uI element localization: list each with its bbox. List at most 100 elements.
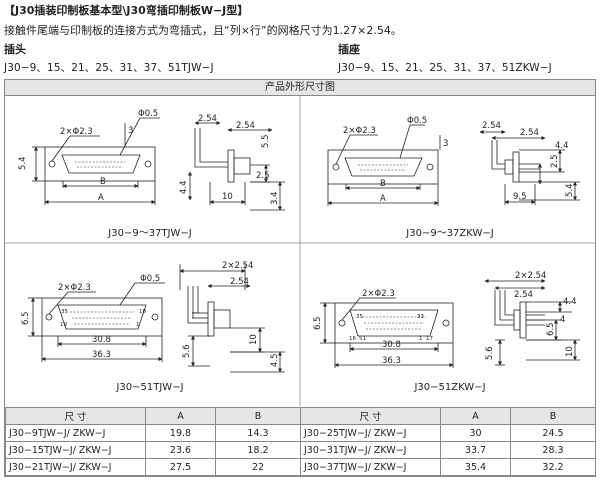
- pin-dia-label: Φ0.5: [140, 274, 160, 284]
- table-cell: 18.2: [215, 441, 301, 459]
- dim-label: 30.8: [92, 335, 111, 345]
- drawing-zkw-51: [320, 279, 580, 368]
- dim-label: 5.6: [485, 346, 495, 360]
- pin-number: 51: [359, 336, 366, 342]
- caption-tjw-9-37: J30−9～37TJW−J: [108, 228, 192, 239]
- table-cell: J30−31TJW−J/ ZKW−J: [300, 441, 441, 459]
- table-cell: J30−9TJW−J/ ZKW−J: [5, 424, 146, 442]
- dim-label: 2.54: [520, 128, 539, 138]
- column-header: A: [440, 407, 511, 425]
- table-cell: 19.8: [145, 424, 216, 442]
- hole-label: 2×Φ2.3: [362, 289, 395, 299]
- dim-label: 36.3: [92, 350, 111, 360]
- table-cell: J30−37TJW−J/ ZKW−J: [300, 458, 441, 476]
- pin-number: 17: [426, 336, 433, 342]
- table-cell: 35.4: [440, 458, 511, 476]
- dimension-table: 尺 寸 A B 尺 寸 A B J30−9TJW−J/ ZKW−J 19.8 1…: [5, 407, 596, 476]
- page-title: 【J30插装印制板基本型\J30弯插印制板W−J型】: [4, 4, 249, 17]
- plug-label: 插头: [4, 43, 26, 56]
- dim-label: 5.4: [565, 183, 575, 197]
- dim-label: 5.5: [261, 134, 271, 148]
- pin-number: 18: [139, 309, 146, 315]
- dim-label: 10: [565, 346, 575, 357]
- socket-series: J30−9、15、21、25、31、37、51ZKW−J: [338, 62, 552, 74]
- dim-label: 5.4: [18, 156, 28, 170]
- dim-label: 10: [249, 334, 259, 345]
- caption-zkw-9-37: J30−9～37ZKW−J: [406, 228, 494, 239]
- column-header: B: [215, 407, 301, 425]
- plug-series: J30−9、15、21、25、31、37、51TJW−J: [4, 62, 214, 74]
- dim-label: 2×2.54: [222, 261, 253, 271]
- dim-label: 3: [128, 126, 133, 136]
- hole-label: 2×Φ2.3: [343, 126, 376, 136]
- table-cell: J30−25TJW−J/ ZKW−J: [300, 424, 441, 442]
- table-cell: 30: [440, 424, 511, 442]
- pin-number: 19: [60, 322, 67, 328]
- dim-label: 5.6: [182, 344, 192, 358]
- dim-label: 4.4: [179, 180, 189, 194]
- dim-label: 2.54: [514, 290, 533, 300]
- connection-description: 接触件尾端与印制板的连接方式为弯插式，且“列×行”的网格尺寸为1.27×2.54…: [4, 24, 402, 37]
- dim-label: 4.4: [555, 141, 569, 151]
- table-cell: 14.3: [215, 424, 301, 442]
- dim-label: 6.5: [546, 322, 556, 336]
- section-title: 产品外形尺寸图: [5, 80, 595, 96]
- dim-label: 4.4: [563, 297, 577, 307]
- table-cell: 27.5: [145, 458, 216, 476]
- table-row: J30−21TJW−J/ ZKW−J 27.5 22 J30−37TJW−J/ …: [5, 458, 596, 476]
- drawing-tjw-51: [28, 264, 285, 373]
- table-cell: 32.2: [510, 458, 596, 476]
- hole-label: 2×Φ2.3: [60, 127, 93, 137]
- table-header-row: 尺 寸 A B 尺 寸 A B: [5, 407, 596, 425]
- pin-number: 33: [417, 314, 424, 320]
- dim-label: 6.5: [313, 316, 323, 330]
- socket-label: 插座: [338, 43, 360, 56]
- dim-label: 36.3: [382, 356, 401, 366]
- table-cell: 33.7: [440, 441, 511, 459]
- dim-label: 2.5: [256, 171, 270, 181]
- dim-label: 4.5: [270, 353, 280, 367]
- column-header: 尺 寸: [5, 407, 146, 425]
- column-header: B: [510, 407, 596, 425]
- table-cell: 24.5: [510, 424, 596, 442]
- dim-label: 2.54: [230, 277, 249, 287]
- pin-number: 1: [136, 322, 140, 328]
- caption-tjw-51: J30−51TJW−J: [116, 382, 184, 393]
- table-cell: 22: [215, 458, 301, 476]
- pin-number: 16: [349, 336, 356, 342]
- a-label: A: [98, 193, 104, 203]
- dim-label: 3: [443, 139, 448, 149]
- dim-label: 2.5: [550, 154, 560, 168]
- caption-zkw-51: J30−51ZKW−J: [414, 382, 486, 393]
- table-cell: 23.6: [145, 441, 216, 459]
- table-row: J30−15TJW−J/ ZKW−J 23.6 18.2 J30−31TJW−J…: [5, 441, 596, 459]
- dim-label: 10: [222, 192, 233, 202]
- table-cell: J30−21TJW−J/ ZKW−J: [5, 458, 146, 476]
- dim-label: 2.54: [236, 121, 255, 131]
- hole-label: 2×Φ2.3: [58, 283, 91, 293]
- dim-label: 6.5: [21, 311, 31, 325]
- table-row: J30−9TJW−J/ ZKW−J 19.8 14.3 J30−25TJW−J/…: [5, 424, 596, 442]
- table-cell: J30−15TJW−J/ ZKW−J: [5, 441, 146, 459]
- drawing-zkw-9-37: [327, 124, 580, 206]
- table-cell: 28.3: [510, 441, 596, 459]
- pin-number: 35: [356, 314, 363, 320]
- pin-number: 1: [419, 336, 423, 342]
- pin-number: 35: [61, 309, 68, 315]
- drawing-tjw-9-37: [32, 117, 285, 211]
- dim-label: 30.8: [382, 340, 401, 350]
- drawing-frame: [4, 79, 596, 477]
- pin-dia-label: Φ0.5: [407, 116, 427, 126]
- dim-label: 2.54: [198, 114, 217, 124]
- a-label: A: [380, 194, 386, 204]
- column-header: A: [145, 407, 216, 425]
- dim-label: 2.54: [482, 121, 501, 131]
- dim-label: 2×2.54: [515, 271, 546, 281]
- dim-label: 3.4: [270, 191, 280, 205]
- dim-label: 9.5: [513, 192, 527, 202]
- b-label: B: [100, 177, 106, 187]
- b-label: B: [380, 179, 386, 189]
- pin-dia-label: Φ0.5: [138, 109, 158, 119]
- column-header: 尺 寸: [300, 407, 441, 425]
